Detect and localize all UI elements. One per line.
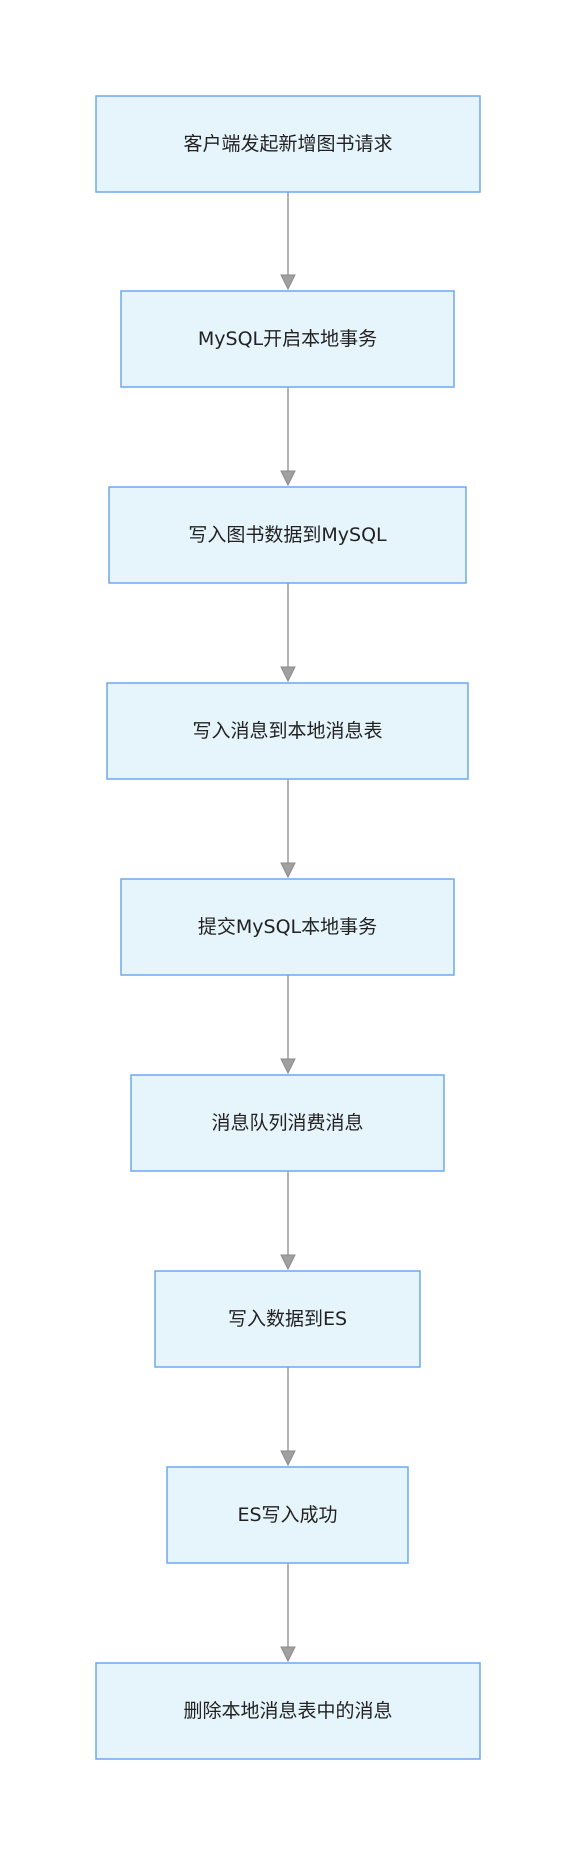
edge-n5-n6 — [280, 975, 296, 1075]
node-box — [108, 486, 467, 584]
node-box — [120, 878, 455, 976]
node-box — [95, 1662, 481, 1760]
flow-node-n2: MySQL开启本地事务 — [120, 290, 455, 388]
edge-n1-n2 — [280, 192, 296, 291]
flow-node-n6: 消息队列消费消息 — [130, 1074, 445, 1172]
node-label: 消息队列消费消息 — [211, 1112, 363, 1134]
flow-node-n4: 写入消息到本地消息表 — [106, 682, 469, 780]
arrow-down-icon — [280, 1450, 296, 1467]
node-label: MySQL开启本地事务 — [198, 328, 377, 350]
node-label: 删除本地消息表中的消息 — [183, 1700, 392, 1722]
edges-layer — [280, 192, 296, 1663]
flow-node-n7: 写入数据到ES — [154, 1270, 421, 1368]
node-box — [154, 1270, 421, 1368]
node-box — [166, 1466, 409, 1564]
flow-node-n8: ES写入成功 — [166, 1466, 409, 1564]
node-label: 写入消息到本地消息表 — [192, 720, 382, 742]
flow-node-n9: 删除本地消息表中的消息 — [95, 1662, 481, 1760]
arrow-down-icon — [280, 1646, 296, 1663]
node-box — [106, 682, 469, 780]
arrow-down-icon — [280, 470, 296, 487]
arrow-down-icon — [280, 666, 296, 683]
arrow-down-icon — [280, 274, 296, 291]
node-label: 写入数据到ES — [228, 1308, 347, 1330]
flow-node-n1: 客户端发起新增图书请求 — [95, 95, 481, 193]
flow-node-n5: 提交MySQL本地事务 — [120, 878, 455, 976]
node-label: ES写入成功 — [237, 1504, 337, 1526]
edge-n8-n9 — [280, 1563, 296, 1663]
flow-node-n3: 写入图书数据到MySQL — [108, 486, 467, 584]
edge-n4-n5 — [280, 779, 296, 879]
node-box — [120, 290, 455, 388]
edge-n6-n7 — [280, 1171, 296, 1271]
edge-n7-n8 — [280, 1367, 296, 1467]
arrow-down-icon — [280, 862, 296, 879]
edge-n2-n3 — [280, 387, 296, 487]
node-box — [95, 95, 481, 193]
arrow-down-icon — [280, 1254, 296, 1271]
node-box — [130, 1074, 445, 1172]
node-label: 客户端发起新增图书请求 — [183, 133, 392, 155]
node-label: 提交MySQL本地事务 — [198, 916, 377, 938]
arrow-down-icon — [280, 1058, 296, 1075]
edge-n3-n4 — [280, 583, 296, 683]
node-label: 写入图书数据到MySQL — [188, 524, 387, 546]
